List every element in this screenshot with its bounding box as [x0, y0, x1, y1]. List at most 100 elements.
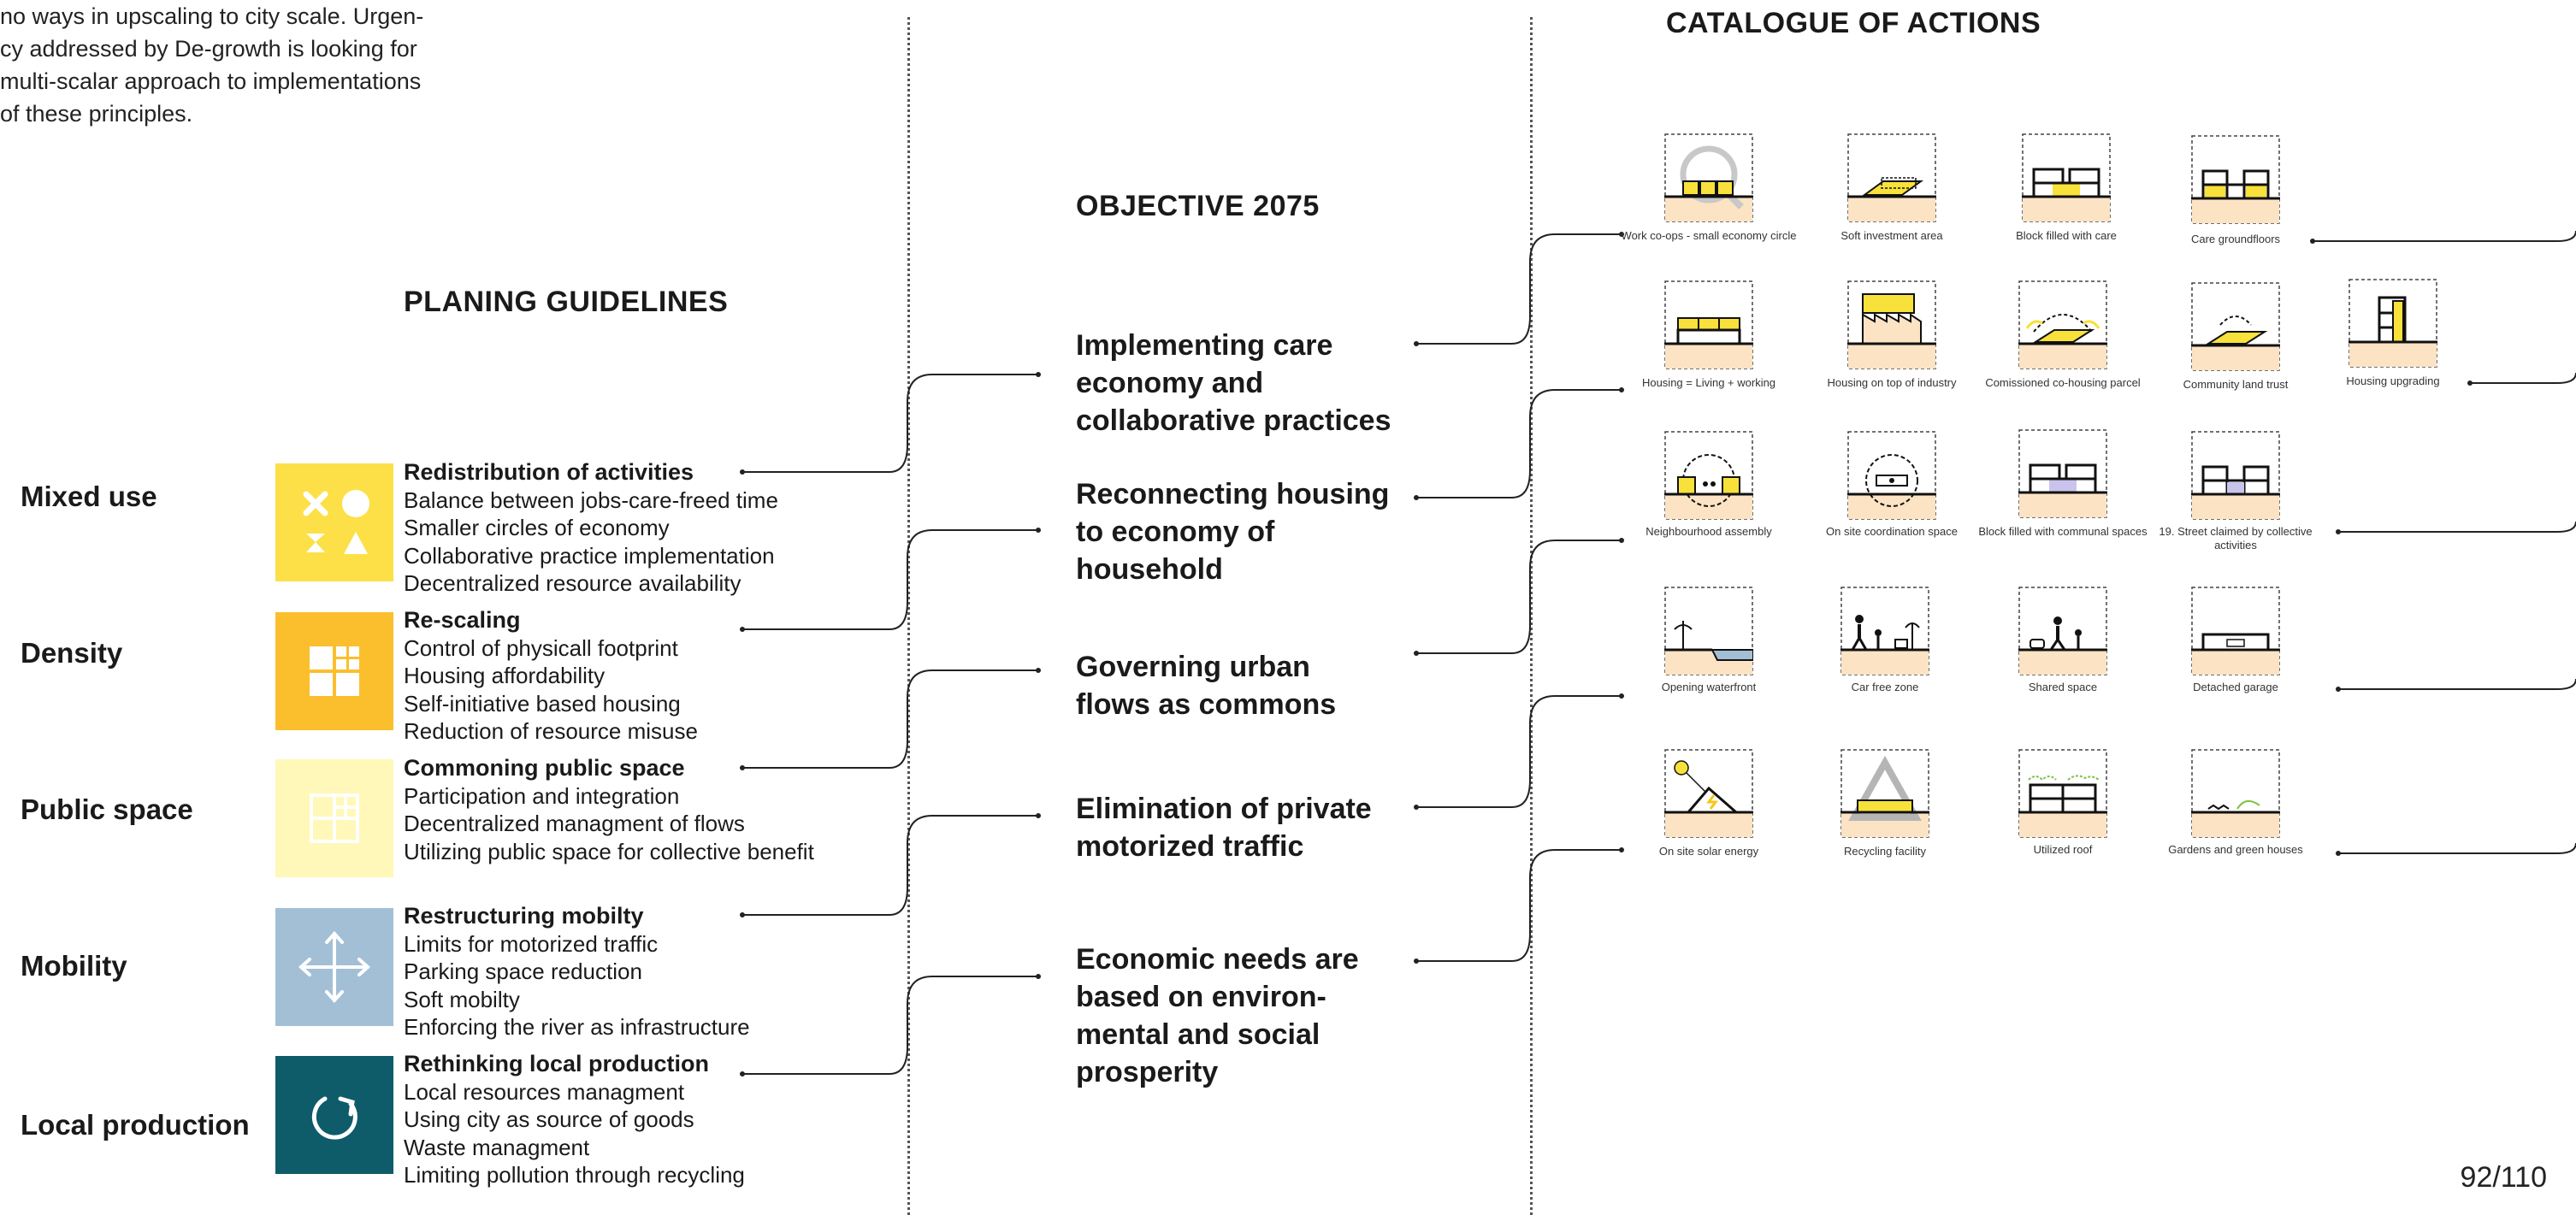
guideline-item: Reduction of resource misuse: [404, 718, 698, 744]
connector-line: [742, 529, 1038, 630]
category-label-mixed-use: Mixed use: [21, 481, 157, 512]
guideline-item: Soft mobilty: [404, 986, 520, 1012]
connector-line: [742, 976, 1038, 1075]
objective-line: to economy of: [1076, 516, 1275, 548]
connector-line: [2313, 230, 2576, 242]
objective-line: household: [1076, 553, 1223, 586]
column-divider: [1530, 17, 1533, 1215]
catalogue-caption: Shared space: [2028, 681, 2098, 693]
connector-dot: [1036, 372, 1041, 377]
guideline-item: Self-initiative based housing: [404, 690, 681, 717]
public-space-icon: [275, 759, 393, 877]
care-groundfloor-icon: [2191, 135, 2280, 224]
catalogue-caption: Housing upgrading: [2346, 375, 2440, 387]
guideline-item: Using city as source of goods: [404, 1106, 694, 1132]
density-icon: [275, 612, 393, 730]
land-trust-icon: [2191, 282, 2280, 371]
guideline-item: Participation and integration: [404, 782, 680, 809]
street-collective-icon: [2191, 431, 2280, 520]
intro-line: no ways in upscaling to city scale. Urge…: [0, 3, 424, 29]
guideline-item: Smaller circles of economy: [404, 515, 670, 540]
connector-dot: [740, 912, 745, 917]
connector-dot: [2336, 529, 2341, 534]
objective-line: based on environ-: [1076, 981, 1326, 1013]
catalogue-heading: CATALOGUE OF ACTIONS: [1666, 7, 2041, 39]
catalogue-caption: Comissioned co-housing parcel: [1985, 376, 2141, 389]
guideline-item: Limiting pollution through recycling: [404, 1162, 745, 1188]
category-label-density: Density: [21, 637, 123, 669]
guideline-item: Decentralized resource availability: [404, 570, 741, 596]
objective-line: Elimination of private: [1076, 793, 1372, 825]
block-care-icon: [2022, 133, 2111, 222]
guideline-item: Parking space reduction: [404, 958, 642, 984]
connector-dot: [1619, 387, 1624, 392]
housing-industry-icon: [1847, 280, 1936, 369]
connector-line: [1416, 849, 1622, 962]
guideline-block: Redistribution of activities Balance bet…: [404, 458, 883, 598]
category-label-mobility: Mobility: [21, 950, 127, 982]
connector-line: [742, 669, 1038, 769]
connector-dot: [1619, 232, 1624, 237]
catalogue-caption: Block filled with communal spaces: [1978, 525, 2148, 538]
guideline-title: Redistribution of activities: [404, 459, 694, 485]
catalogue-caption: On site solar energy: [1658, 845, 1759, 858]
catalogue-caption: Community land trust: [2183, 378, 2289, 391]
guideline-title: Rethinking local production: [404, 1051, 709, 1076]
catalogue-caption: Soft investment area: [1840, 229, 1943, 242]
catalogue-caption: Housing = Living + working: [1641, 376, 1776, 389]
category-label-public-space: Public space: [21, 793, 193, 825]
communal-block-icon: [2018, 429, 2107, 518]
connector-dot: [1414, 805, 1419, 810]
solar-icon: [1664, 749, 1753, 838]
intro-paragraph: no ways in upscaling to city scale. Urge…: [0, 0, 487, 130]
connector-dot: [2467, 380, 2473, 386]
catalogue-caption: Housing on top of industry: [1827, 376, 1957, 389]
connector-line: [1416, 540, 1622, 654]
coop-circle-icon: [1664, 133, 1753, 222]
mobility-icon: [275, 908, 393, 1026]
objective-line: prosperity: [1076, 1056, 1219, 1088]
objective-line: Economic needs are: [1076, 943, 1359, 976]
objective-line: motorized traffic: [1076, 830, 1304, 863]
guideline-title: Restructuring mobilty: [404, 903, 644, 929]
objective-line: Governing urban: [1076, 651, 1310, 683]
page-number: 92/110: [2460, 1161, 2547, 1194]
car-free-icon: [1840, 587, 1929, 675]
roof-icon: [2018, 749, 2107, 838]
greenhouse-icon: [2191, 749, 2280, 838]
guideline-block: Commoning public space Participation and…: [404, 754, 883, 865]
catalogue-caption: Block filled with care: [2016, 229, 2117, 242]
objective-line: mental and social: [1076, 1018, 1320, 1051]
connector-line: [2338, 521, 2576, 533]
guideline-title: Re-scaling: [404, 607, 521, 633]
guideline-item: Limits for motorized traffic: [404, 930, 659, 957]
catalogue-caption: Detached garage: [2193, 681, 2278, 693]
objective-block: Governing urban flows as commons: [1076, 648, 1418, 723]
waterfront-icon: [1664, 587, 1754, 675]
connector-dot: [1036, 668, 1041, 673]
connector-dot: [1414, 958, 1419, 964]
objective-line: economy and: [1076, 367, 1264, 399]
objective-line: Implementing care: [1076, 329, 1333, 362]
catalogue-caption: Utilized roof: [2033, 843, 2093, 856]
connector-line: [742, 374, 1038, 473]
live-work-housing-icon: [1664, 280, 1753, 369]
objective-line: collaborative practices: [1076, 404, 1391, 437]
catalogue-caption: Recycling facility: [1843, 845, 1927, 858]
planning-guidelines-heading: PLANING GUIDELINES: [404, 286, 729, 318]
guideline-title: Commoning public space: [404, 755, 685, 781]
connector-line: [1416, 389, 1622, 498]
connector-dot: [1619, 538, 1624, 543]
connector-dot: [2336, 851, 2341, 856]
catalogue-caption: On site coordination space: [1826, 525, 1958, 538]
assembly-icon: [1664, 431, 1753, 520]
connector-dot: [740, 469, 745, 475]
coordination-icon: [1847, 431, 1936, 520]
soft-investment-icon: [1847, 133, 1936, 222]
connector-line: [2338, 678, 2576, 690]
guideline-item: Waste managment: [404, 1134, 590, 1160]
guideline-item: Balance between jobs-care-freed time: [404, 487, 778, 513]
connector-dot: [2336, 687, 2341, 692]
connector-line: [2338, 842, 2576, 854]
